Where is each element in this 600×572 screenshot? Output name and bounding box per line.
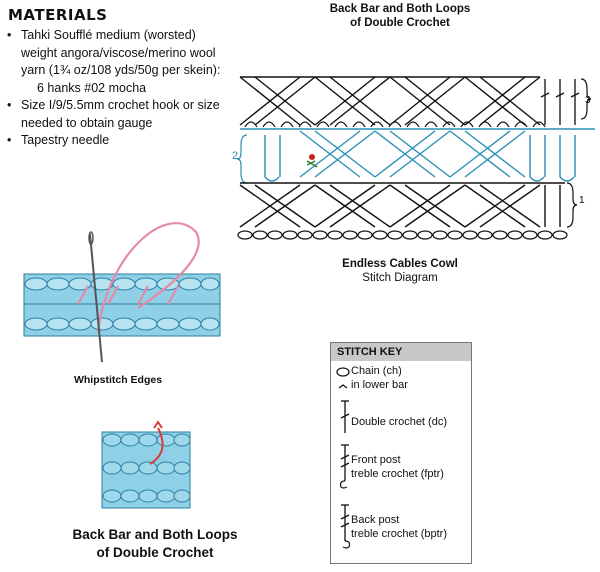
row2-bracket (236, 134, 248, 184)
bptr-symbol-icon (340, 504, 351, 549)
diagram-top-title: Back Bar and Both Loops of Double Croche… (310, 2, 490, 30)
key-dc: Double crochet (dc) (351, 416, 447, 428)
diagram-top-title-line1: Back Bar and Both Loops (329, 3, 471, 15)
row3-bracket (580, 78, 592, 120)
materials-line: 6 hanks #02 mocha (37, 80, 147, 95)
key-bptr: Back post treble crochet (bptr) (351, 513, 447, 541)
whipstitch-yarn (77, 222, 200, 333)
dc-symbol-icon (340, 400, 350, 433)
key-fptr: Front post treble crochet (fptr) (351, 453, 444, 481)
back-bar-illustration (101, 420, 191, 509)
fptr-symbol-icon (339, 444, 350, 489)
stitch-key-header: STITCH KEY (331, 343, 471, 361)
back-bar-title-line1: Back Bar and Both Loops (72, 527, 238, 542)
stitch-diagram: 3 2 1 (232, 76, 595, 240)
needle-icon (88, 231, 103, 363)
row-marker (306, 154, 318, 168)
hook-arrow-icon (149, 427, 164, 465)
back-bar-title: Back Bar and Both Loops of Double Croche… (40, 526, 270, 562)
whipstitch-illustration (23, 222, 221, 363)
materials-title: MATERIALS (8, 6, 108, 24)
materials-line: Tapestry needle (21, 133, 110, 147)
key-lower-bar: in lower bar (351, 379, 408, 391)
key-chain: Chain (ch) (351, 365, 402, 377)
materials-item-yarn: Tahki Soufflé medium (worsted) weight an… (6, 27, 234, 97)
whipstitch-fabric (23, 273, 221, 337)
whipstitch-label: Whipstitch Edges (73, 374, 163, 386)
back-bar-title-line2: of Double Crochet (96, 545, 214, 560)
key-fptr-line2: treble crochet (fptr) (351, 468, 444, 480)
key-bptr-line2: treble crochet (bptr) (351, 528, 447, 540)
materials-line: Tahki Soufflé medium (worsted) (21, 28, 196, 42)
row3-dc-posts (540, 79, 580, 125)
materials-line: needed to obtain gauge (21, 115, 153, 130)
materials-line: Size I/9/5.5mm crochet hook or size (21, 98, 220, 112)
chain-symbol-icon (336, 367, 350, 377)
diagram-title: Endless Cables Cowl (342, 258, 458, 270)
materials-line: weight angora/viscose/merino wool (21, 45, 216, 60)
row3-loops (244, 121, 546, 128)
materials-item-needle: Tapestry needle (6, 132, 234, 150)
lower-bar-symbol-icon (338, 384, 348, 389)
row-label-1: 1 (579, 195, 585, 206)
row3-cables (239, 76, 541, 126)
row1-bracket (566, 182, 578, 228)
key-bptr-line1: Back post (351, 514, 400, 526)
row1-cables (239, 182, 565, 228)
row-label-2: 2 (232, 150, 238, 162)
diagram-subtitle: Stitch Diagram (362, 272, 438, 284)
diagram-top-title-line2: of Double Crochet (350, 17, 450, 29)
materials-line: yarn (1¾ oz/108 yds/50g per skein): (21, 63, 221, 77)
materials-list: Tahki Soufflé medium (worsted) weight an… (6, 27, 234, 150)
materials-item-hook: Size I/9/5.5mm crochet hook or size need… (6, 97, 234, 132)
stitch-key: STITCH KEY Chain (ch) in lower bar Doubl… (330, 342, 472, 564)
row2-cables (240, 128, 595, 182)
foundation-chain (237, 230, 568, 240)
key-fptr-line1: Front post (351, 454, 401, 466)
